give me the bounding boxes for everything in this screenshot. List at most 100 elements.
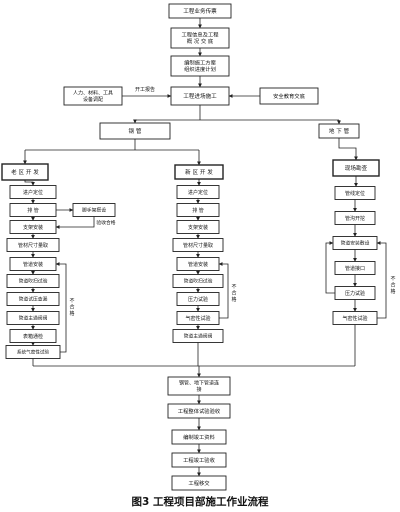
node-u-joint: 管道接口	[334, 261, 376, 275]
node-n-prep: 工程业务传票	[168, 3, 232, 19]
label-text: 开工报告	[135, 86, 155, 93]
node-box	[176, 292, 220, 306]
node-label: 工程信息及工程	[181, 31, 219, 39]
label-text: 不	[390, 276, 395, 282]
arrow-scaffold-to-bracket	[55, 216, 95, 229]
node-w-bracket: 支架安装	[176, 220, 220, 234]
node-box	[259, 87, 319, 105]
node-label: 接	[196, 386, 201, 393]
node-box	[332, 311, 378, 325]
node-w-install: 管道安装	[176, 257, 220, 271]
node-w-strength: 管道吹扫试验	[172, 274, 224, 288]
node-label: 管线定位	[345, 190, 365, 197]
node-label: 地 下 管	[329, 127, 350, 135]
node-box	[170, 27, 230, 49]
node-box	[9, 329, 57, 343]
node-label: 管道安装	[188, 261, 208, 268]
node-box	[171, 452, 227, 468]
node-box	[176, 257, 220, 271]
figure-caption: 图3 工程项目部施工作业流程	[132, 495, 269, 508]
node-n-survey: 现场勘查	[332, 159, 380, 177]
node-label: 工程竣工验收	[183, 456, 215, 464]
node-label: 工程业务传票	[183, 7, 217, 15]
connector-line	[338, 138, 358, 161]
node-label: 排 管	[192, 207, 204, 214]
node-box	[63, 86, 123, 106]
node-label: 管道接口	[345, 265, 365, 272]
node-n-new: 新 区 开 发	[174, 164, 224, 180]
label-text: 不	[231, 284, 236, 290]
loop-new-fail	[218, 262, 229, 319]
node-box	[176, 203, 220, 217]
node-box	[334, 186, 376, 200]
node-box	[172, 274, 224, 288]
node-box	[168, 3, 232, 19]
node-box	[6, 274, 60, 288]
node-label: 管道主通阀阀	[19, 315, 48, 322]
node-w-press: 压力试验	[176, 292, 220, 306]
node-label: 管道安装	[23, 261, 43, 268]
node-n-site: 工程进场施工	[170, 86, 230, 106]
node-o-meter: 表箱通检	[9, 329, 57, 343]
label-fail-new: 不合格	[231, 284, 236, 303]
label-text: 不	[69, 298, 74, 304]
node-label: 排 管	[27, 207, 39, 214]
node-label: 进户定位	[188, 189, 208, 196]
node-o-strength: 管道吹扫试验	[6, 274, 60, 288]
node-box	[172, 238, 224, 252]
node-label: 支架安装	[23, 224, 43, 231]
node-label: 气密性试验	[185, 315, 210, 322]
node-label: 管道吹扫试验	[19, 278, 48, 285]
node-n-safety: 安全教育交底	[259, 87, 319, 105]
node-b-overall: 工程整体试验验收	[167, 403, 231, 419]
node-label: 概 况 交 底	[187, 37, 214, 45]
node-label: 组织进度计划	[184, 65, 216, 73]
node-box	[332, 159, 380, 177]
node-box	[172, 329, 224, 343]
label-start-report: 开工报告	[135, 86, 155, 93]
node-label: 压力试验	[345, 290, 365, 297]
node-label: 工程移交	[188, 479, 210, 487]
node-box	[72, 203, 116, 217]
node-box	[9, 257, 57, 271]
loop-under-fail	[376, 241, 387, 319]
node-label: 新 区 开 发	[185, 168, 213, 176]
node-o-weld: 脚手架搭设	[72, 203, 116, 217]
node-box	[9, 203, 57, 217]
node-o-pressure: 管道试压查漏	[6, 292, 60, 306]
node-b-docs: 编制竣工资料	[171, 429, 227, 445]
node-box	[1, 163, 49, 181]
node-u-locate: 管线定位	[334, 186, 376, 200]
node-label: 管道安装敷设	[341, 240, 370, 247]
node-box	[167, 403, 231, 419]
label-text: 格	[231, 296, 236, 303]
label-text: 合	[69, 304, 74, 311]
node-label: 管沟开挖	[345, 215, 365, 222]
node-label: 现场勘查	[345, 164, 368, 172]
node-u-install: 管道安装敷设	[332, 236, 378, 250]
node-n-steel: 钢 管	[99, 122, 171, 140]
node-label: 工程整体试验验收	[178, 407, 221, 415]
node-box	[171, 475, 227, 491]
node-box	[6, 311, 60, 325]
node-label: 编制竣工资料	[183, 433, 215, 441]
node-n-old: 老 区 开 发	[1, 163, 49, 181]
node-label: 设备调配	[83, 96, 103, 103]
node-u-air: 气密性试验	[332, 311, 378, 325]
node-w-air: 气密性试验	[176, 311, 220, 325]
node-box	[99, 122, 171, 140]
node-label: 管材尺寸量取	[183, 242, 213, 249]
node-box	[6, 292, 60, 306]
node-label: 管道吹扫试验	[184, 278, 213, 285]
node-w-measure: 管材尺寸量取	[172, 238, 224, 252]
connectors	[23, 18, 387, 477]
node-label: 系统气密性试验	[17, 349, 50, 356]
node-label: 编制施工方案	[184, 59, 216, 67]
node-o-install: 管道安装	[9, 257, 57, 271]
node-label: 老 区 开 发	[11, 168, 39, 176]
